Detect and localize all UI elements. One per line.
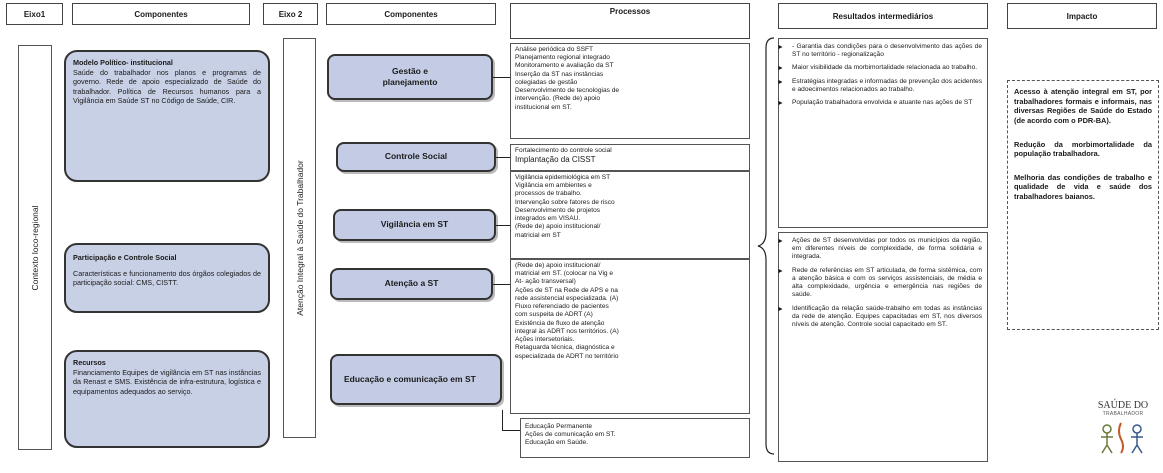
processo-item: com suspeita de ADRT (A) <box>515 311 593 319</box>
component-body: Características e funcionamento dos órgã… <box>73 268 261 288</box>
processo-item: Inserção da ST nas instâncias <box>515 70 604 78</box>
connector-controle <box>496 157 510 158</box>
header-eixo1: Eixo1 <box>6 3 63 25</box>
processo-item: Fluxo referenciado de pacientes <box>515 303 609 311</box>
processos-atencao: (Rede de) apoio institucional/ matricial… <box>510 259 750 414</box>
resultado-item: ►População trabalhadora envolvida e atua… <box>777 99 973 108</box>
processo-item: matricial em ST. (colocar na Vig e <box>515 270 614 278</box>
processo-item: Educação Permanente <box>525 423 593 430</box>
header-eixo2: Eixo 2 <box>263 3 318 25</box>
component-title: Participação e Controle Social <box>73 253 177 262</box>
resultados-box-1: ►- Garantia das condições para o desenvo… <box>777 38 988 228</box>
processo-item: Desenvolvimento de tecnologias de <box>515 87 620 95</box>
arrow-icon: ► <box>777 305 784 313</box>
resultado-item: ►Maior visibilidade da morbimortalidade … <box>777 64 978 73</box>
processo-item: (Rede de) apoio institucional/ <box>515 223 601 231</box>
impacto-item: Redução da morbimortalidade da população… <box>1014 139 1152 159</box>
component-educacao: Educação e comunicação em ST <box>330 354 502 405</box>
eixo2-vertical-bar: Atenção Integral à Saúde do Trabalhador <box>283 38 316 438</box>
header-componentes-eixo2: Componentes <box>326 3 496 25</box>
resultados-box-2: ►Ações de ST desenvolvidas por todos os … <box>777 232 988 462</box>
processo-item: Fortalecimento do controle social <box>515 147 612 154</box>
processo-item: integrados em VISAU. <box>515 215 581 223</box>
header-processos: Processos <box>510 3 750 39</box>
results-bracket <box>757 37 775 455</box>
processo-item: Análise periódica do SSFT <box>515 46 594 53</box>
processo-item: especializada de ADRT no território <box>515 352 619 360</box>
processo-item: Implantação da CISST <box>515 155 596 165</box>
impacto-item: Melhoria das condições de trabalho e qua… <box>1014 172 1152 201</box>
processo-item: Vigilância em ambientes e <box>515 182 592 190</box>
processo-item: Vigilância epidemiológica em ST <box>515 174 611 181</box>
component-gestao: Gestão e planejamento <box>327 54 493 100</box>
component-modelo-politico: Modelo Político- institucional Saúde do … <box>64 50 270 182</box>
logo-text: SAÚDE DO <box>1097 400 1149 411</box>
component-atencao: Atenção a ST <box>330 268 493 300</box>
resultado-item: ►Identificação da relação saúde-trabalho… <box>777 304 982 329</box>
impacto-item: Acesso à atenção integral em ST, por tra… <box>1014 87 1152 125</box>
component-participacao: Participação e Controle Social Caracterí… <box>64 243 270 313</box>
arrow-icon: ► <box>777 267 784 275</box>
processo-item: processos de trabalho. <box>515 190 582 198</box>
eixo1-vertical-label: Contexto loco-regional <box>30 204 40 291</box>
processo-item: (Rede de) apoio institucional/ <box>515 262 601 269</box>
processo-item: Ações de ST na Rede de APS e na <box>515 286 618 294</box>
eixo2-vertical-label: Atenção Integral à Saúde do Trabalhador <box>294 160 305 316</box>
connector-educacao <box>502 410 503 430</box>
component-body: Financiamento Equipes de vigilância em S… <box>73 367 261 396</box>
connector-vigilancia <box>496 225 510 226</box>
processo-item: institucional em ST. <box>515 103 572 111</box>
arrow-icon: ► <box>777 100 784 108</box>
component-body: Saúde do trabalhador nos planos e progra… <box>73 67 261 106</box>
component-title: Recursos <box>73 358 106 367</box>
resultado-item: ►Ações de ST desenvolvidas por todos os … <box>777 237 982 261</box>
eixo1-vertical-bar: Contexto loco-regional <box>18 45 52 450</box>
connector-atencao <box>493 284 510 285</box>
connector-gestao <box>493 77 510 78</box>
workers-icon <box>1101 422 1143 454</box>
processo-item: Desenvolvimento de projetos <box>515 206 601 214</box>
processo-item: At- ação transversal) <box>515 278 576 286</box>
component-controle-social: Controle Social <box>336 142 496 172</box>
header-impacto: Impacto <box>1007 3 1157 29</box>
processo-item: Retaguarda técnica, diagnóstica e <box>515 344 615 352</box>
processo-item: Existência de fluxo de atenção <box>515 319 605 327</box>
resultado-item: ►Rede de referências em ST articulada, d… <box>777 266 982 299</box>
impacto-box: Acesso à atenção integral em ST, por tra… <box>1007 80 1159 330</box>
logo-subtext: TRABALHADOR <box>1102 411 1144 417</box>
processo-item: Educação em Saúde. <box>525 439 589 447</box>
header-resultados: Resultados intermediários <box>778 3 988 29</box>
header-componentes-eixo1: Componentes <box>72 3 250 25</box>
connector-educacao-h <box>502 430 520 431</box>
processo-item: rede assistencial especializada. (A) <box>515 294 619 302</box>
processos-controle-social: Fortalecimento do controle social Implan… <box>510 144 750 171</box>
processos-educacao: Educação Permanente Ações de comunicação… <box>520 418 750 458</box>
processo-item: Intervenção sobre fatores de risco <box>515 198 615 206</box>
arrow-icon: ► <box>777 65 784 73</box>
resultado-item: ►- Garantia das condições para o desenvo… <box>777 43 982 59</box>
saude-trabalhador-logo: SAÚDE DO TRABALHADOR <box>1090 400 1156 470</box>
component-vigilancia: Vigilância em ST <box>333 209 496 241</box>
component-recursos: Recursos Financiamento Equipes de vigilâ… <box>64 350 270 448</box>
processo-item: Monitoramento e avaliação da ST <box>515 62 614 70</box>
arrow-icon: ► <box>777 44 784 51</box>
processo-item: Ações intersetoriais. <box>515 336 575 344</box>
processo-item: integral às ADRT nos territórios. (A) <box>515 327 619 335</box>
processos-vigilancia: Vigilância epidemiológica em ST Vigilânc… <box>510 171 750 259</box>
processo-item: intervenção. (Rede de) apoio <box>515 95 601 103</box>
processo-item: Planejamento regional integrado <box>515 54 610 62</box>
arrow-icon: ► <box>777 78 784 86</box>
processo-item: matricial em ST <box>515 231 561 239</box>
resultado-item: ►Estratégias integradas e informadas de … <box>777 77 982 93</box>
arrow-icon: ► <box>777 238 784 245</box>
component-title: Modelo Político- institucional <box>73 58 173 67</box>
processo-item: Ações de comunicação em ST. <box>525 431 616 439</box>
processo-item: colegiadas de gestão <box>515 78 578 86</box>
processos-gestao: Análise periódica do SSFT Planejamento r… <box>510 43 750 139</box>
